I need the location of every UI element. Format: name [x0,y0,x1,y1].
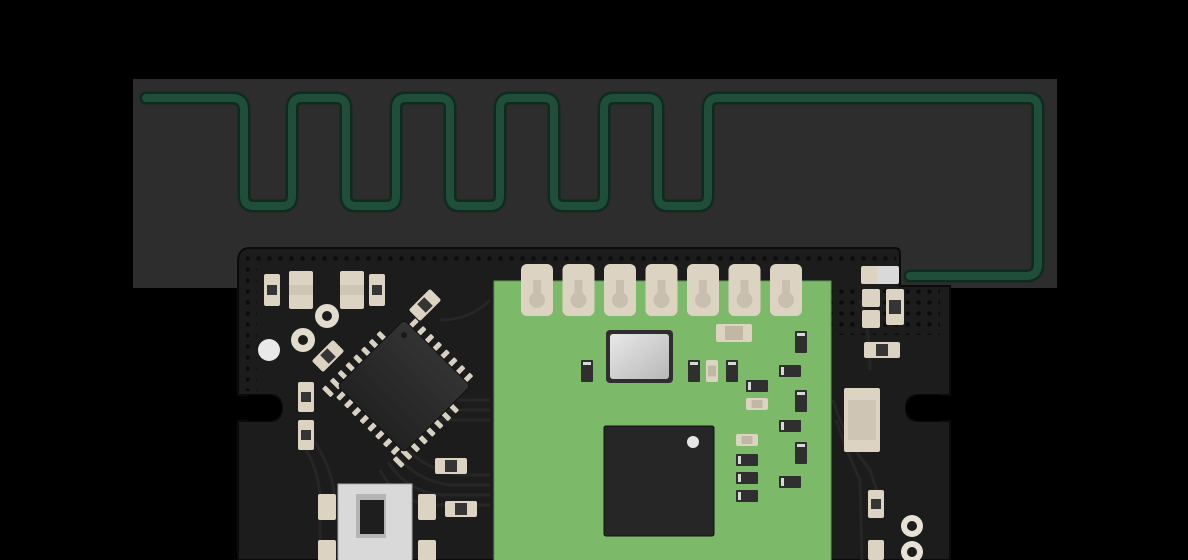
passive-component [736,454,758,466]
right-components [844,266,923,560]
switch-knob [360,500,384,534]
via-field-right [830,285,940,335]
passive-component [746,380,768,392]
mounting-dot [258,339,280,361]
pin1-marker [687,436,699,448]
passive-component [581,360,593,382]
passive-component [706,360,718,382]
mcu-chip [322,318,473,468]
pin1-marker [401,332,407,339]
passive-component [795,442,807,464]
via-row-top [246,250,896,261]
passive-component [688,360,700,382]
castellated-pad [770,264,802,316]
passive-component [746,398,768,410]
castellated-pad [562,264,595,316]
passive-component [736,434,758,446]
left-components [258,271,477,517]
castellated-pad [645,264,678,316]
antenna-trace-inner [142,94,1042,280]
castellated-pad [687,264,719,316]
radio-module [493,264,832,560]
castellated-pad [521,264,553,316]
chip-pin [322,385,334,397]
passive-component [795,390,807,412]
left-notch [238,395,282,421]
slide-switch [318,483,436,560]
chip-pin [400,448,413,460]
castellated-pad [604,264,636,316]
passive-component [795,331,807,353]
chip-pin [330,377,342,390]
passive-component [736,472,758,484]
passive-component [779,365,801,377]
passive-component [716,324,752,342]
passive-component [726,360,738,382]
via-row-left [246,261,257,391]
rf-chip [603,425,715,537]
chip-pin [393,456,405,468]
passive-component [779,420,801,432]
passive-component [736,490,758,502]
passive-component [779,476,801,488]
right-notch [906,395,950,421]
castellated-pad [728,264,761,316]
